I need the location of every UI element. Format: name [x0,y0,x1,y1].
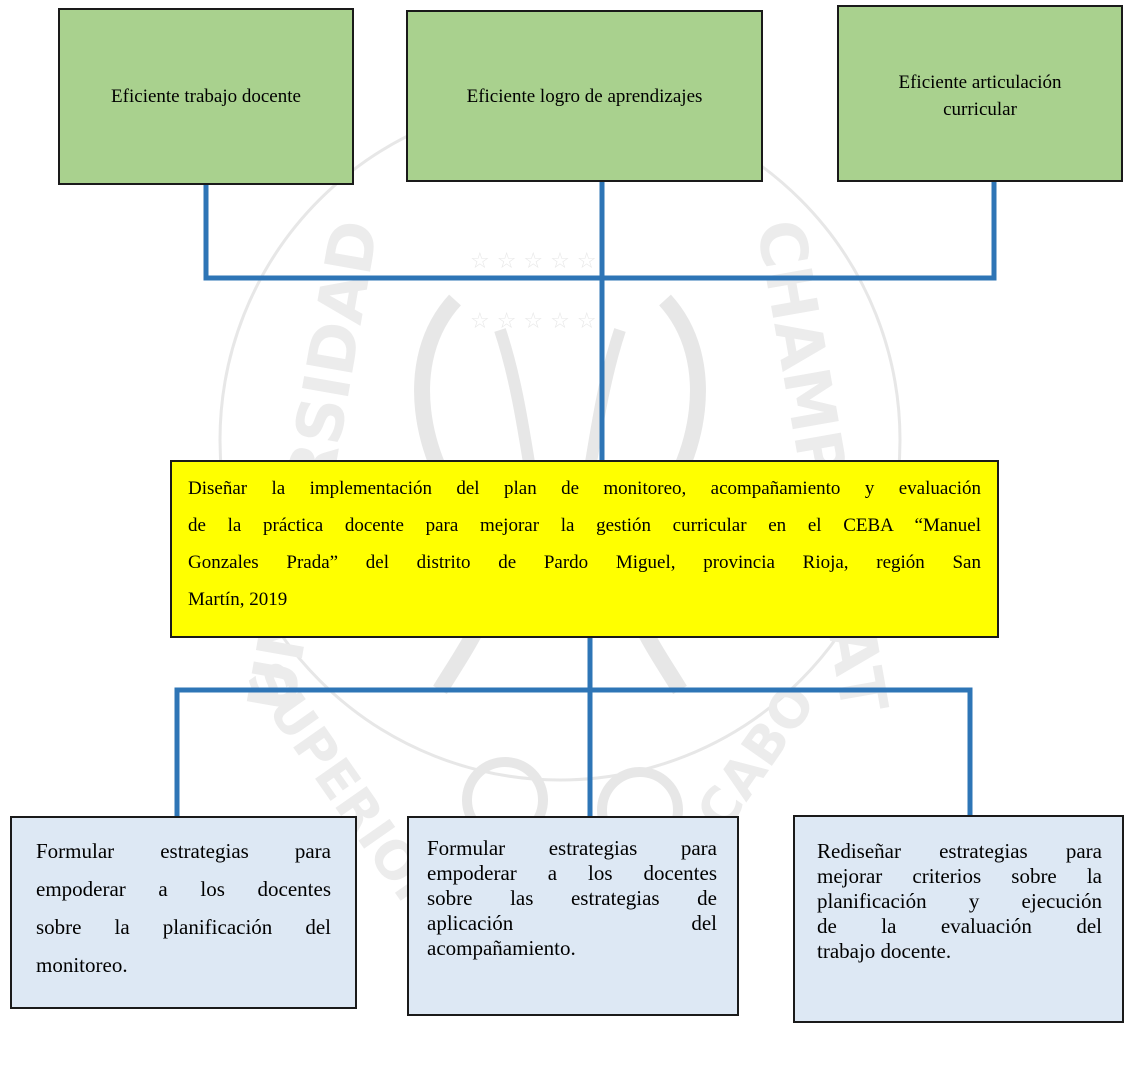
bottom-box-2-line-3: sobre las estrategias de [427,886,717,910]
bottom-box-1-line-3: sobre la planificación del [36,915,331,939]
top-box-2: Eficiente logro de aprendizajes [406,10,763,182]
bottom-box-1-line-4: monitoreo. [36,953,128,977]
top-box-3-line-1: Eficiente articulación [898,72,1062,93]
top-box-1: Eficiente trabajo docente [58,8,354,185]
top-box-2-line: Eficiente logro de aprendizajes [466,85,703,107]
top-box-3-line-2: curricular [943,99,1017,120]
bottom-box-1-line-2: empoderar a los docentes [36,877,331,901]
center-line-2: de la práctica docente para mejorar la g… [188,515,981,536]
bottom-box-3: Rediseñar estrategias para mejorar crite… [793,815,1124,1023]
bottom-box-2: Formular estrategias para empoderar a lo… [407,816,739,1016]
bottom-box-3-line-4: de la evaluación del [817,914,1102,938]
top-box-3: Eficiente articulación curricular [837,5,1123,182]
svg-text:☆ ☆ ☆ ☆ ☆: ☆ ☆ ☆ ☆ ☆ [470,309,597,334]
bottom-box-1: Formular estrategias para empoderar a lo… [10,816,357,1009]
bottom-box-3-line-2: mejorar criterios sobre la [817,864,1102,888]
bottom-box-3-line-3: planificación y ejecución [817,889,1102,913]
top-box-1-line: Eficiente trabajo docente [111,86,301,107]
bottom-box-2-line-2: empoderar a los docentes [427,861,717,885]
svg-text:☆ ☆ ☆ ☆ ☆: ☆ ☆ ☆ ☆ ☆ [470,249,597,274]
bottom-box-2-line-5: acompañamiento. [427,936,576,960]
center-objective-box: Diseñar la implementación del plan de mo… [170,460,999,638]
bottom-box-2-line-1: Formular estrategias para [427,836,717,860]
center-line-1: Diseñar la implementación del plan de mo… [188,478,981,499]
center-line-3: Gonzales Prada” del distrito de Pardo Mi… [188,552,981,573]
bottom-box-2-line-4: aplicación del [427,911,717,935]
bottom-box-3-line-1: Rediseñar estrategias para [817,839,1102,863]
bottom-box-1-line-1: Formular estrategias para [36,839,331,863]
center-line-4: Martín, 2019 [188,589,288,610]
bottom-box-3-line-5: trabajo docente. [817,939,952,963]
